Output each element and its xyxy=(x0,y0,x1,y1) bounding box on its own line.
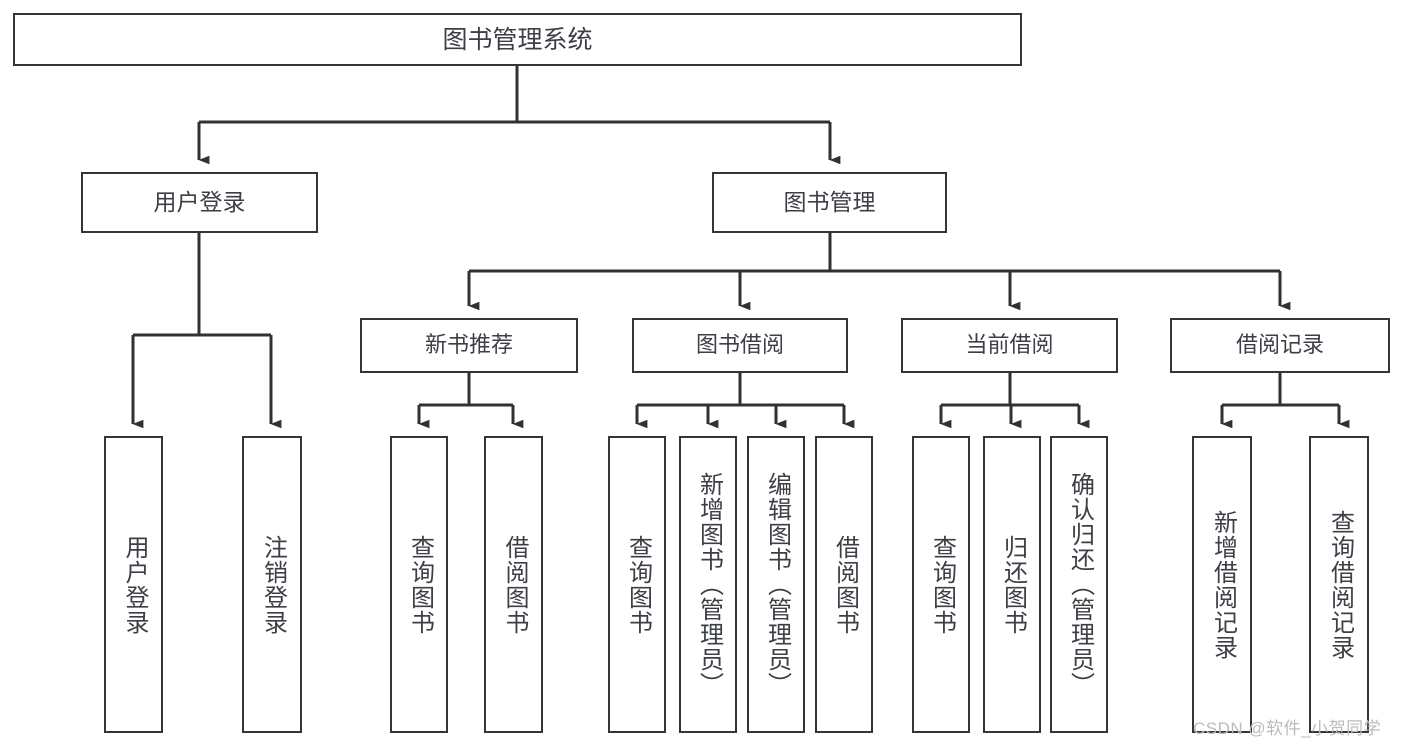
node-leaf-borrow-book-recommend[interactable]: 借阅图书 xyxy=(484,436,543,733)
node-label: 新书推荐 xyxy=(424,332,513,358)
node-leaf-return-book[interactable]: 归还图书 xyxy=(983,436,1041,733)
watermark-csdn: CSDN @软件_小贺同学 xyxy=(1193,719,1382,738)
node-label: 注销登录 xyxy=(259,534,287,635)
node-label: 编辑图书（管理员） xyxy=(763,472,791,697)
node-label: 查询借阅记录 xyxy=(1326,509,1354,660)
edges-bookmgmt-to-level2 xyxy=(467,233,1291,311)
edges-newbook-to-leaves xyxy=(417,373,524,429)
node-label: 归还图书 xyxy=(999,534,1027,635)
node-label: 新增借阅记录 xyxy=(1209,509,1237,660)
node-book-management[interactable]: 图书管理 xyxy=(712,172,947,233)
node-label: 借阅图书 xyxy=(500,534,528,635)
node-user-login[interactable]: 用户登录 xyxy=(81,172,318,233)
node-root-book-management-system[interactable]: 图书管理系统 xyxy=(13,13,1022,66)
node-leaf-borrow-book[interactable]: 借阅图书 xyxy=(815,436,873,733)
node-leaf-edit-book-admin[interactable]: 编辑图书（管理员） xyxy=(747,436,805,733)
node-leaf-confirm-return-admin[interactable]: 确认归还（管理员） xyxy=(1050,436,1108,733)
node-label: 查询图书 xyxy=(406,534,434,635)
node-label: 查询图书 xyxy=(928,534,956,635)
node-new-book-recommend[interactable]: 新书推荐 xyxy=(360,318,578,373)
node-label: 图书管理 xyxy=(783,188,876,215)
node-leaf-add-borrow-record[interactable]: 新增借阅记录 xyxy=(1192,436,1252,733)
node-label: 用户登录 xyxy=(120,534,148,635)
node-label: 借阅记录 xyxy=(1235,332,1324,358)
edges-borrowrecord-to-leaves xyxy=(1220,373,1350,429)
node-leaf-add-book-admin[interactable]: 新增图书（管理员） xyxy=(679,436,737,733)
node-book-borrow[interactable]: 图书借阅 xyxy=(632,318,848,373)
node-label: 新增图书（管理员） xyxy=(695,472,723,697)
node-label: 当前借阅 xyxy=(965,332,1054,358)
edges-root-to-level1 xyxy=(197,65,841,165)
node-leaf-query-book-current[interactable]: 查询图书 xyxy=(912,436,970,733)
node-label: 图书借阅 xyxy=(695,332,784,358)
edges-currentborrow-to-leaves xyxy=(939,373,1090,429)
node-leaf-logout[interactable]: 注销登录 xyxy=(242,436,302,733)
edges-bookborrow-to-leaves xyxy=(635,373,855,429)
node-current-borrow[interactable]: 当前借阅 xyxy=(901,318,1118,373)
node-label: 图书管理系统 xyxy=(442,25,593,54)
node-leaf-query-borrow-record[interactable]: 查询借阅记录 xyxy=(1309,436,1369,733)
node-leaf-query-book-borrow[interactable]: 查询图书 xyxy=(608,436,666,733)
node-label: 借阅图书 xyxy=(831,534,859,635)
node-leaf-query-book-recommend[interactable]: 查询图书 xyxy=(390,436,448,733)
node-label: 用户登录 xyxy=(153,188,246,215)
node-label: 查询图书 xyxy=(624,534,652,635)
node-leaf-user-login[interactable]: 用户登录 xyxy=(104,436,163,733)
edges-userlogin-to-leaves xyxy=(131,233,282,429)
node-label: 确认归还（管理员） xyxy=(1066,472,1094,697)
node-borrow-record[interactable]: 借阅记录 xyxy=(1170,318,1390,373)
